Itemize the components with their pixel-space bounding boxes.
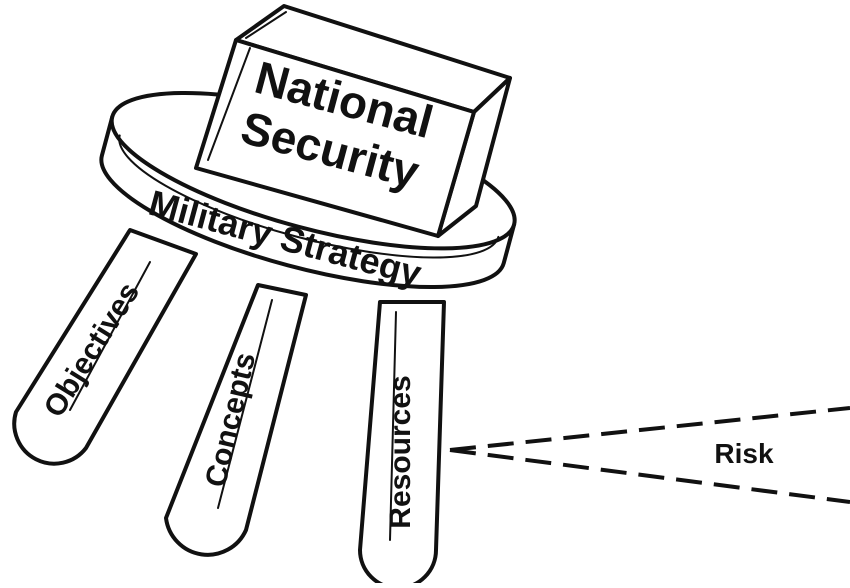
risk-wedge: [449, 406, 850, 504]
leg-objectives: Objectives: [12, 228, 198, 466]
leg-resources: Resources: [358, 300, 446, 588]
risk-line-upper: [449, 406, 850, 452]
national-security-box: [194, 4, 512, 238]
risk-label: Risk: [714, 438, 774, 469]
leg-concepts: Concepts: [164, 283, 308, 557]
leg-label-resources: Resources: [384, 375, 417, 528]
risk-line-lower: [449, 448, 850, 504]
